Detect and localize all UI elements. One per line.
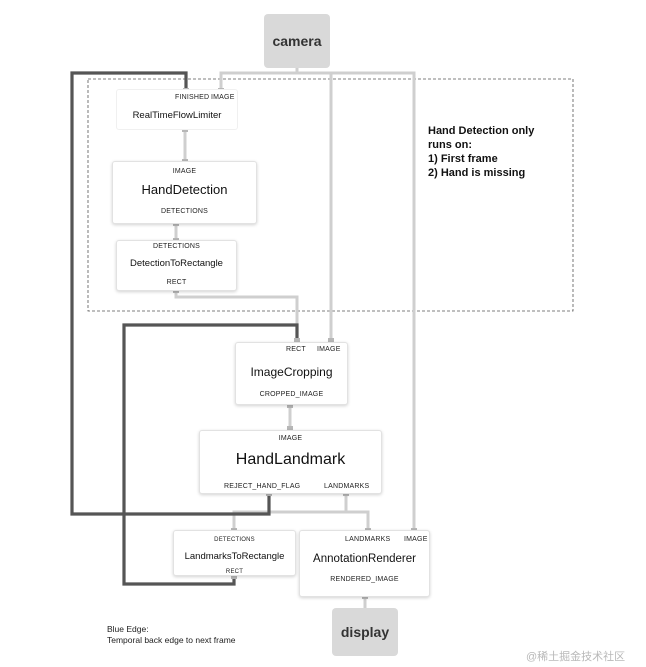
handlandmark-title: HandLandmark bbox=[235, 451, 346, 468]
edge-landmarks-annotation bbox=[344, 492, 370, 532]
hand-detection-note: Hand Detection only runs on: 1) First fr… bbox=[428, 124, 534, 180]
annotation-title: AnnotationRenderer bbox=[313, 553, 416, 565]
display-node: display bbox=[332, 608, 398, 656]
imagecropping-image-port: IMAGE bbox=[317, 346, 341, 353]
handlandmark-node: IMAGE HandLandmark REJECT_HAND_FLAG LAND… bbox=[199, 430, 382, 494]
annotationrenderer-node: LANDMARKS IMAGE AnnotationRenderer RENDE… bbox=[299, 530, 430, 597]
note-line-3: 1) First frame bbox=[428, 153, 498, 165]
dettorect-rect-port: RECT bbox=[166, 279, 187, 286]
detectiontorectangle-node: DETECTIONS DetectionToRectangle RECT bbox=[116, 240, 237, 291]
watermark: @稀土掘金技术社区 bbox=[526, 651, 626, 663]
l2r-detections-port: DETECTIONS bbox=[214, 537, 255, 543]
l2r-title: LandmarksToRectangle bbox=[184, 551, 285, 562]
imagecropping-cropped-port: CROPPED_IMAGE bbox=[259, 391, 324, 398]
annotation-image-port: IMAGE bbox=[404, 536, 428, 543]
l2r-rect-port: RECT bbox=[225, 569, 244, 575]
handlandmark-landmarks-port: LANDMARKS bbox=[324, 483, 370, 490]
handlandmark-image-port: IMAGE bbox=[278, 435, 303, 442]
realtimeflowlimiter-node: FINISHED IMAGE RealTimeFlowLimiter bbox=[116, 89, 238, 130]
display-label: display bbox=[340, 624, 390, 640]
imagecropping-rect-port: RECT bbox=[286, 346, 306, 353]
dettorect-title: DetectionToRectangle bbox=[130, 258, 223, 269]
edge-camera-annotation bbox=[329, 71, 416, 532]
legend-line-2: Temporal back edge to next frame bbox=[107, 635, 236, 645]
rtfl-image-port: IMAGE bbox=[211, 94, 235, 101]
legend: Blue Edge: Temporal back edge to next fr… bbox=[107, 624, 236, 646]
back-edge-reject-flag bbox=[70, 71, 271, 516]
camera-node: camera bbox=[264, 14, 330, 68]
landmarkstorectangle-node: DETECTIONS LandmarksToRectangle RECT bbox=[173, 530, 296, 576]
rtfl-title: RealTimeFlowLimiter bbox=[132, 110, 222, 121]
edge-camera-rtfl bbox=[219, 66, 299, 91]
annotation-rendered-port: RENDERED_IMAGE bbox=[330, 576, 399, 583]
note-line-1: Hand Detection only bbox=[428, 125, 535, 137]
edge-dettorect-imagecropping bbox=[174, 289, 299, 344]
handdetection-detections-port: DETECTIONS bbox=[160, 208, 209, 215]
handdetection-node: IMAGE HandDetection DETECTIONS bbox=[112, 161, 257, 224]
rtfl-finished-port: FINISHED bbox=[175, 94, 210, 101]
dettorect-detections-port: DETECTIONS bbox=[152, 243, 201, 250]
note-line-2: runs on: bbox=[428, 139, 472, 151]
imagecropping-title: ImageCropping bbox=[250, 365, 333, 379]
annotation-landmarks-port: LANDMARKS bbox=[345, 536, 391, 543]
handdetection-title: HandDetection bbox=[141, 182, 228, 197]
handlandmark-reject-port: REJECT_HAND_FLAG bbox=[224, 483, 301, 490]
note-line-4: 2) Hand is missing bbox=[428, 167, 526, 179]
legend-line-1: Blue Edge: bbox=[107, 624, 149, 634]
imagecropping-node: RECT IMAGE ImageCropping CROPPED_IMAGE bbox=[235, 342, 348, 405]
handdetection-image-port: IMAGE bbox=[172, 168, 197, 175]
edge-landmarks-landmarkstorect bbox=[232, 510, 348, 532]
camera-label: camera bbox=[272, 33, 322, 49]
back-edge-landmarks-rect bbox=[122, 323, 299, 586]
edge-camera-imagecropping bbox=[295, 71, 333, 344]
